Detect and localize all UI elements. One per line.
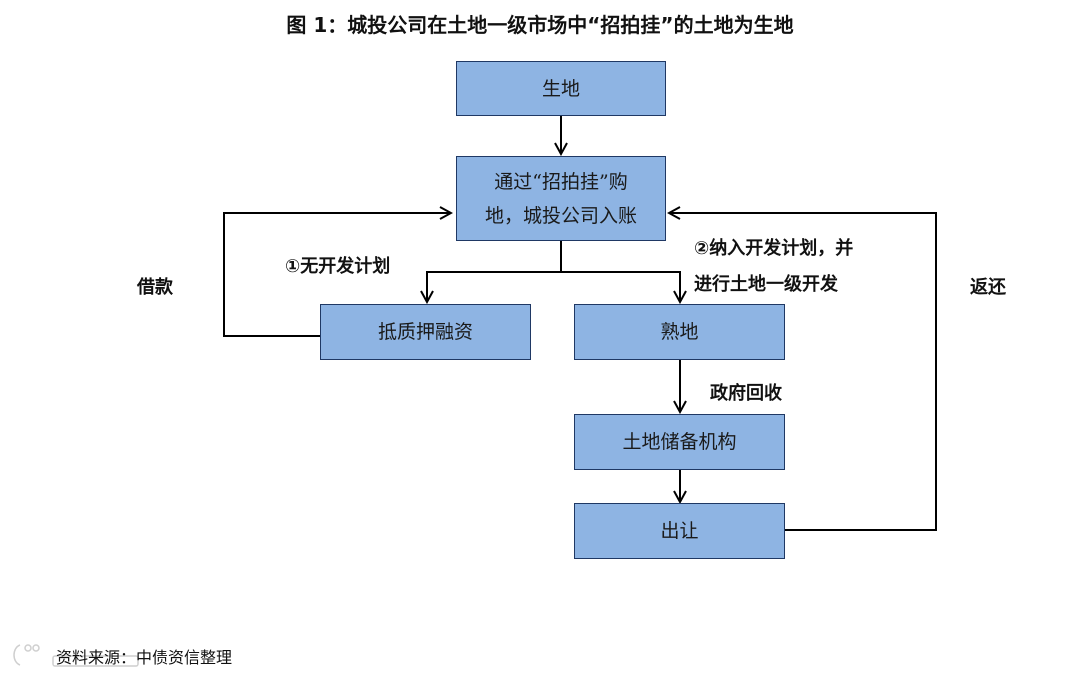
label-return: 返还 xyxy=(970,277,1006,298)
split-connector xyxy=(427,241,562,302)
source-note: 资料来源：中债资信整理 xyxy=(56,648,233,667)
label-loan: 借款 xyxy=(137,277,173,298)
label-plan-line1: ②纳入开发计划，并 xyxy=(694,238,854,259)
label-no-plan: ①无开发计划 xyxy=(285,256,391,277)
box-acquire-line1: 通过“招拍挂”购 xyxy=(494,170,628,193)
box-acquire-line2: 地，城投公司入账 xyxy=(484,204,637,227)
arrow-loan-loop xyxy=(223,213,451,337)
box-land-reserve: 土地储备机构 xyxy=(574,414,785,470)
box-developed-land: 熟地 xyxy=(574,304,785,360)
label-gov-recall: 政府回收 xyxy=(710,383,782,404)
box-acquire-land: 通过“招拍挂”购 地，城投公司入账 xyxy=(456,156,666,241)
box-raw-land-label: 生地 xyxy=(541,77,580,100)
label-plan-line2: 进行土地一级开发 xyxy=(694,274,838,295)
box-raw-land: 生地 xyxy=(456,61,666,116)
watermark-logo-icon xyxy=(13,644,139,667)
diagram-title: 图 1：城投公司在土地一级市场中“招拍挂”的土地为生地 xyxy=(286,13,794,37)
arrow-to-developed xyxy=(561,271,680,302)
box-transfer: 出让 xyxy=(574,503,785,559)
box-reserve-label: 土地储备机构 xyxy=(622,431,737,453)
box-pledge-financing: 抵质押融资 xyxy=(320,304,531,360)
box-transfer-label: 出让 xyxy=(660,520,699,542)
arrow-return-loop xyxy=(669,213,937,531)
box-developed-label: 熟地 xyxy=(660,321,699,343)
box-pledge-label: 抵质押融资 xyxy=(377,321,473,343)
